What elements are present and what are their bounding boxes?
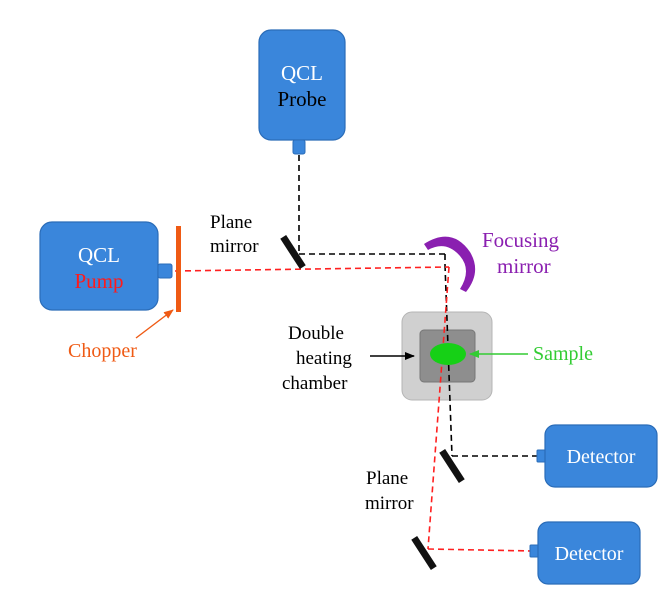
chamber-label-3: chamber <box>282 373 348 394</box>
focusing-mirror-label-1: Focusing <box>482 228 560 252</box>
plane-mirror-bottom-label-2: mirror <box>365 493 414 514</box>
qcl-probe-box: QCL Probe <box>258 29 346 155</box>
chopper-arrow <box>135 309 174 339</box>
plane-mirror-bottom <box>411 535 437 571</box>
chopper-label: Chopper <box>68 340 137 362</box>
plane-mirror-top-label-1: Plane <box>210 212 252 233</box>
detector-lower: Detector <box>529 521 641 585</box>
plane-mirror-top-label-2: mirror <box>210 236 259 257</box>
plane-mirror-bottom-label-1: Plane <box>366 468 408 489</box>
qcl-pump-aperture <box>157 263 173 279</box>
qcl-probe-label-2: Probe <box>278 87 327 111</box>
detector-upper: Detector <box>536 424 658 488</box>
plane-mirror-top <box>280 234 306 270</box>
pump-beam <box>174 266 533 552</box>
qcl-pump-box: QCL Pump <box>39 221 173 311</box>
sample-label: Sample <box>533 343 593 365</box>
qcl-probe-label-1: QCL <box>281 61 323 85</box>
detector-upper-label: Detector <box>567 446 636 468</box>
plane-mirror-middle <box>439 448 465 484</box>
qcl-pump-label-2: Pump <box>74 269 123 293</box>
chamber-label-1: Double <box>288 323 344 344</box>
focusing-mirror-label-2: mirror <box>497 254 551 278</box>
probe-beam <box>298 155 538 457</box>
qcl-pump-label-1: QCL <box>78 243 120 267</box>
chamber-label-2: heating <box>296 348 352 369</box>
sample <box>430 343 466 365</box>
qcl-probe-aperture <box>292 139 306 155</box>
chopper <box>176 226 181 312</box>
focusing-mirror <box>424 236 476 292</box>
detector-lower-label: Detector <box>555 543 624 565</box>
